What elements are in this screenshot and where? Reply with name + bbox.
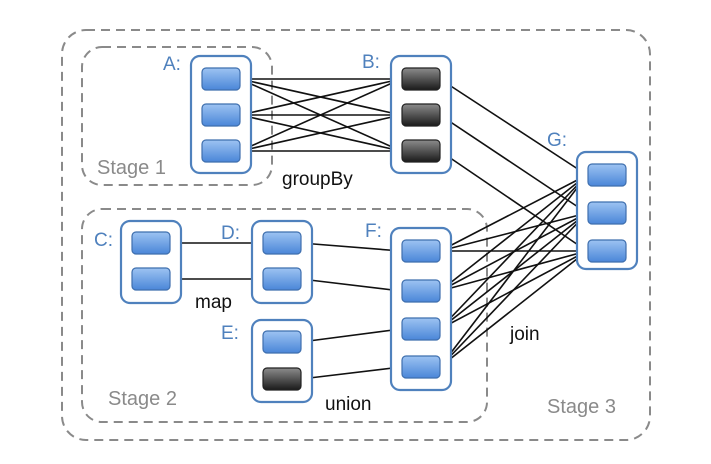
rdd-f-partition	[401, 239, 441, 263]
dependency-arrow	[239, 78, 402, 152]
rdd-nodes: A: B: C: D: E: F: G:	[94, 52, 639, 404]
rdd-f-partition	[401, 317, 441, 341]
rdd-e-partition	[262, 330, 302, 354]
rdd-f-partition	[401, 355, 441, 379]
rdd-a-partition	[201, 139, 241, 163]
union-label: union	[325, 394, 372, 415]
rdd-c: C:	[94, 219, 183, 305]
rdd-g-partition	[587, 201, 627, 225]
dependency-arrow	[300, 326, 402, 343]
rdd-a: A:	[163, 54, 253, 175]
stage-2-boundary	[81, 208, 488, 423]
rdd-d-label: D:	[221, 223, 240, 244]
dependency-arrow	[439, 212, 588, 368]
rdd-b: B:	[362, 52, 453, 175]
dependency-arrow	[439, 114, 588, 214]
stage-2-label: Stage 2	[108, 388, 177, 410]
rdd-c-label: C:	[94, 230, 113, 251]
rdd-a-partition	[201, 67, 241, 91]
rdd-f-label: F:	[365, 221, 382, 242]
dependency-arrow	[300, 278, 402, 294]
stage-1-boundary	[81, 46, 273, 186]
rdd-c-partition	[131, 267, 171, 291]
stage-3-boundary	[61, 29, 651, 441]
join-label: join	[509, 324, 540, 345]
rdd-d-partition	[262, 231, 302, 255]
stage-3-label: Stage 3	[547, 396, 616, 418]
dependency-arrow	[439, 174, 588, 292]
rdd-f-partition	[401, 279, 441, 303]
rdd-g-partition	[587, 163, 627, 187]
dependency-arrow	[239, 113, 402, 152]
dependency-arrow	[439, 174, 588, 330]
rdd-g-partition	[587, 239, 627, 263]
rdd-e-partition	[262, 367, 302, 391]
dependency-arrow	[439, 250, 588, 368]
map-label: map	[195, 292, 232, 313]
dependency-arrow	[439, 78, 588, 176]
rdd-f: F:	[365, 221, 453, 392]
rdd-a-label: A:	[163, 54, 181, 75]
rdd-d: D:	[221, 219, 314, 305]
dependency-edges	[170, 75, 588, 380]
rdd-f-container	[389, 226, 453, 392]
rdd-b-partition	[401, 67, 441, 91]
dependency-arrow	[300, 242, 402, 255]
dependency-arrow	[439, 150, 588, 252]
rdd-g-label: G:	[547, 130, 567, 151]
dependency-arrow	[439, 174, 588, 368]
stage-1-label: Stage 1	[97, 157, 166, 179]
rdd-b-partition	[401, 103, 441, 127]
groupby-label: groupBy	[282, 169, 353, 190]
rdd-b-partition	[401, 139, 441, 163]
rdd-e: E:	[221, 318, 314, 404]
dependency-arrow	[300, 364, 402, 380]
dependency-arrow	[439, 174, 588, 252]
rdd-e-label: E:	[221, 323, 239, 344]
rdd-c-partition	[131, 231, 171, 255]
rdd-g: G:	[547, 130, 639, 271]
rdd-a-partition	[201, 103, 241, 127]
dependency-arrow	[239, 77, 402, 116]
rdd-d-partition	[262, 267, 302, 291]
rdd-b-label: B:	[362, 52, 380, 73]
